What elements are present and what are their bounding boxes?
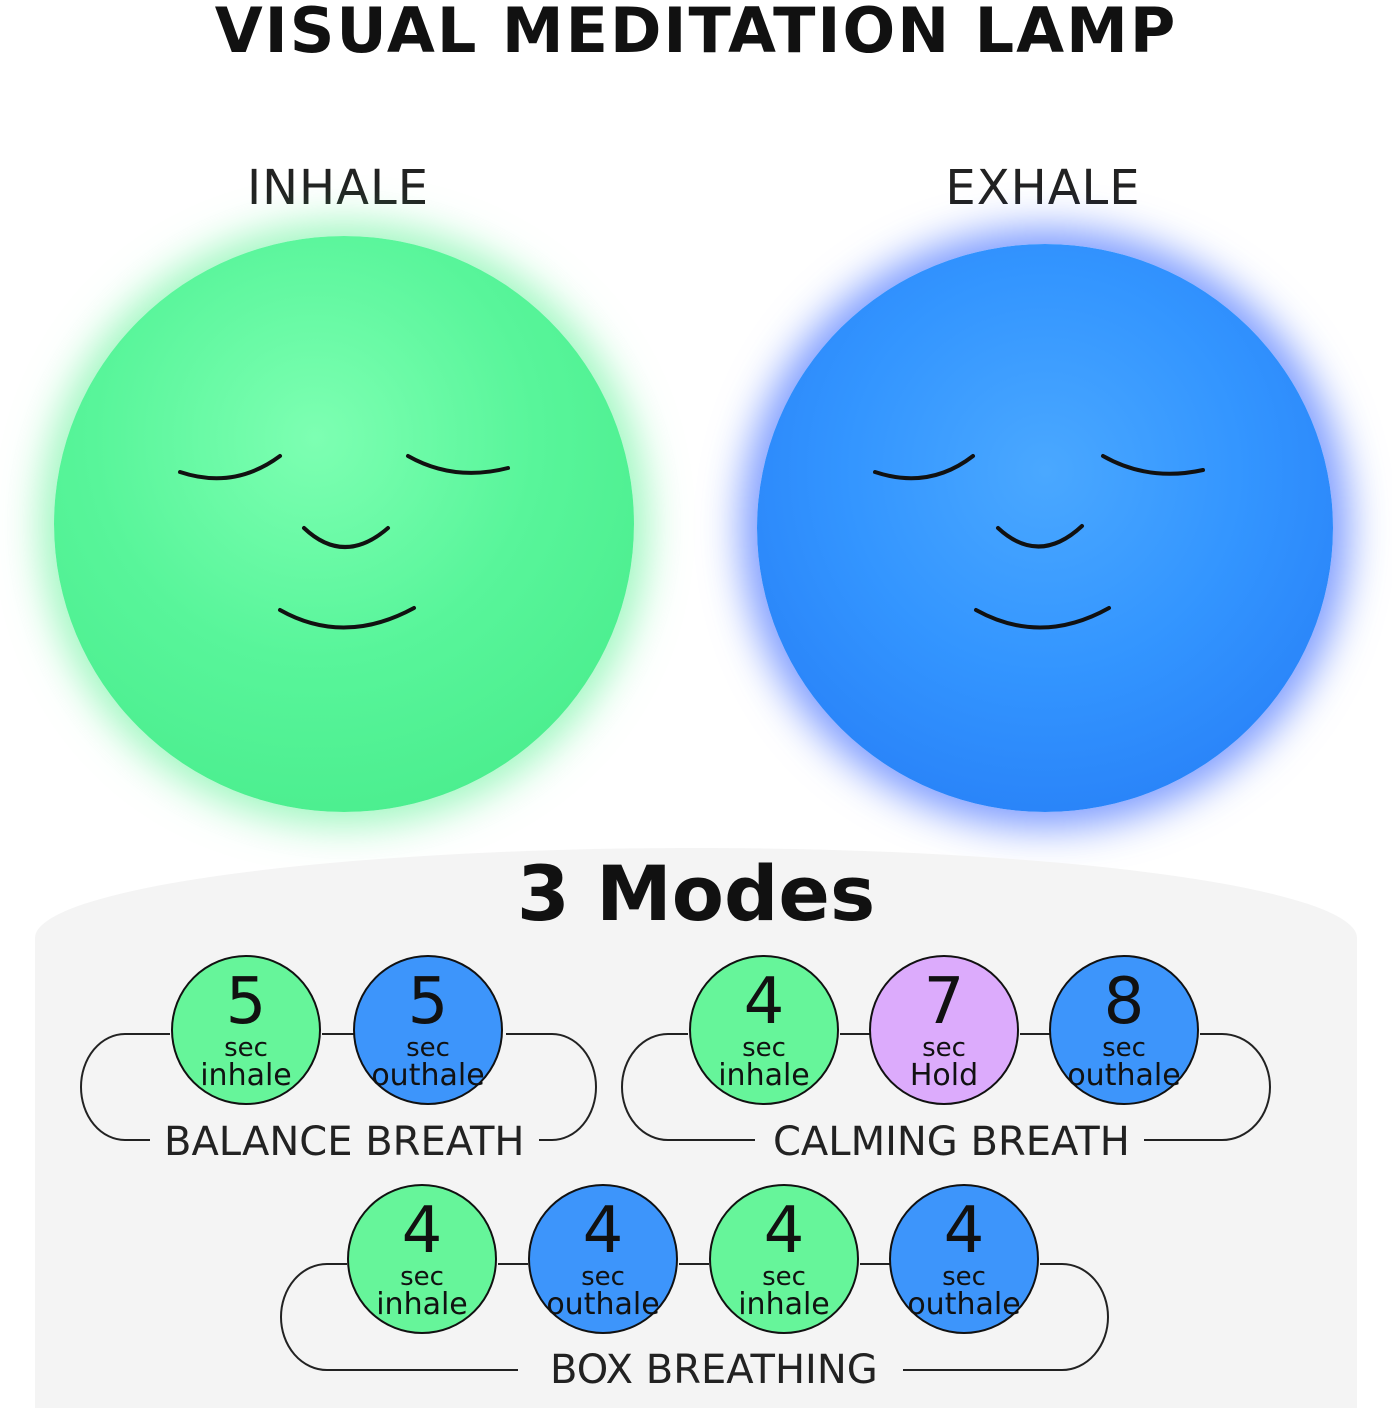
step-seconds: 8 [1103, 965, 1145, 1039]
box-step-4: 4 sec outhale [889, 1184, 1039, 1334]
inhale-label: INHALE [246, 160, 430, 216]
step-seconds: 4 [943, 1194, 985, 1268]
sleeping-face-icon [178, 454, 510, 630]
calming-step-3: 8 sec outhale [1049, 955, 1199, 1105]
exhale-label: EXHALE [945, 160, 1141, 216]
step-unit: sec [762, 1262, 806, 1292]
step-action: Hold [909, 1058, 979, 1093]
step-unit: sec [742, 1033, 786, 1063]
step-action: outhale [907, 1287, 1021, 1322]
box-breathing-loop [280, 1263, 1109, 1371]
step-action: outhale [546, 1287, 660, 1322]
calming-step-1: 4 sec inhale [689, 955, 839, 1105]
step-unit: sec [942, 1262, 986, 1292]
step-unit: sec [581, 1262, 625, 1292]
step-action: inhale [200, 1058, 292, 1093]
calming-step-2: 7 sec Hold [869, 955, 1019, 1105]
step-unit: sec [224, 1033, 268, 1063]
step-action: outhale [1067, 1058, 1181, 1093]
box-step-3: 4 sec inhale [709, 1184, 859, 1334]
box-breathing-label: BOX BREATHING [536, 1348, 892, 1392]
step-action: outhale [371, 1058, 485, 1093]
step-action: inhale [718, 1058, 810, 1093]
step-unit: sec [406, 1033, 450, 1063]
step-seconds: 5 [225, 965, 267, 1039]
calming-breath-loop [621, 1033, 1271, 1141]
balance-breath-loop [80, 1033, 597, 1141]
balance-step-2: 5 sec outhale [353, 955, 503, 1105]
step-unit: sec [922, 1033, 966, 1063]
step-seconds: 5 [407, 965, 449, 1039]
modes-title: 3 Modes [516, 849, 876, 938]
step-seconds: 4 [763, 1194, 805, 1268]
box-step-1: 4 sec inhale [347, 1184, 497, 1334]
blue-lamp-image [757, 244, 1333, 812]
green-lamp-image [54, 236, 634, 812]
balance-step-1: 5 sec inhale [171, 955, 321, 1105]
calming-breath-label: CALMING BREATH [759, 1120, 1144, 1164]
box-step-2: 4 sec outhale [528, 1184, 678, 1334]
step-seconds: 4 [743, 965, 785, 1039]
step-action: inhale [738, 1287, 830, 1322]
step-unit: sec [1102, 1033, 1146, 1063]
step-unit: sec [400, 1262, 444, 1292]
step-seconds: 7 [923, 965, 965, 1039]
step-seconds: 4 [582, 1194, 624, 1268]
sleeping-face-icon [873, 454, 1205, 630]
step-action: inhale [376, 1287, 468, 1322]
step-seconds: 4 [401, 1194, 443, 1268]
balance-breath-label: BALANCE BREATH [150, 1120, 539, 1164]
page-title: VISUAL MEDITATION LAMP [214, 0, 1178, 67]
